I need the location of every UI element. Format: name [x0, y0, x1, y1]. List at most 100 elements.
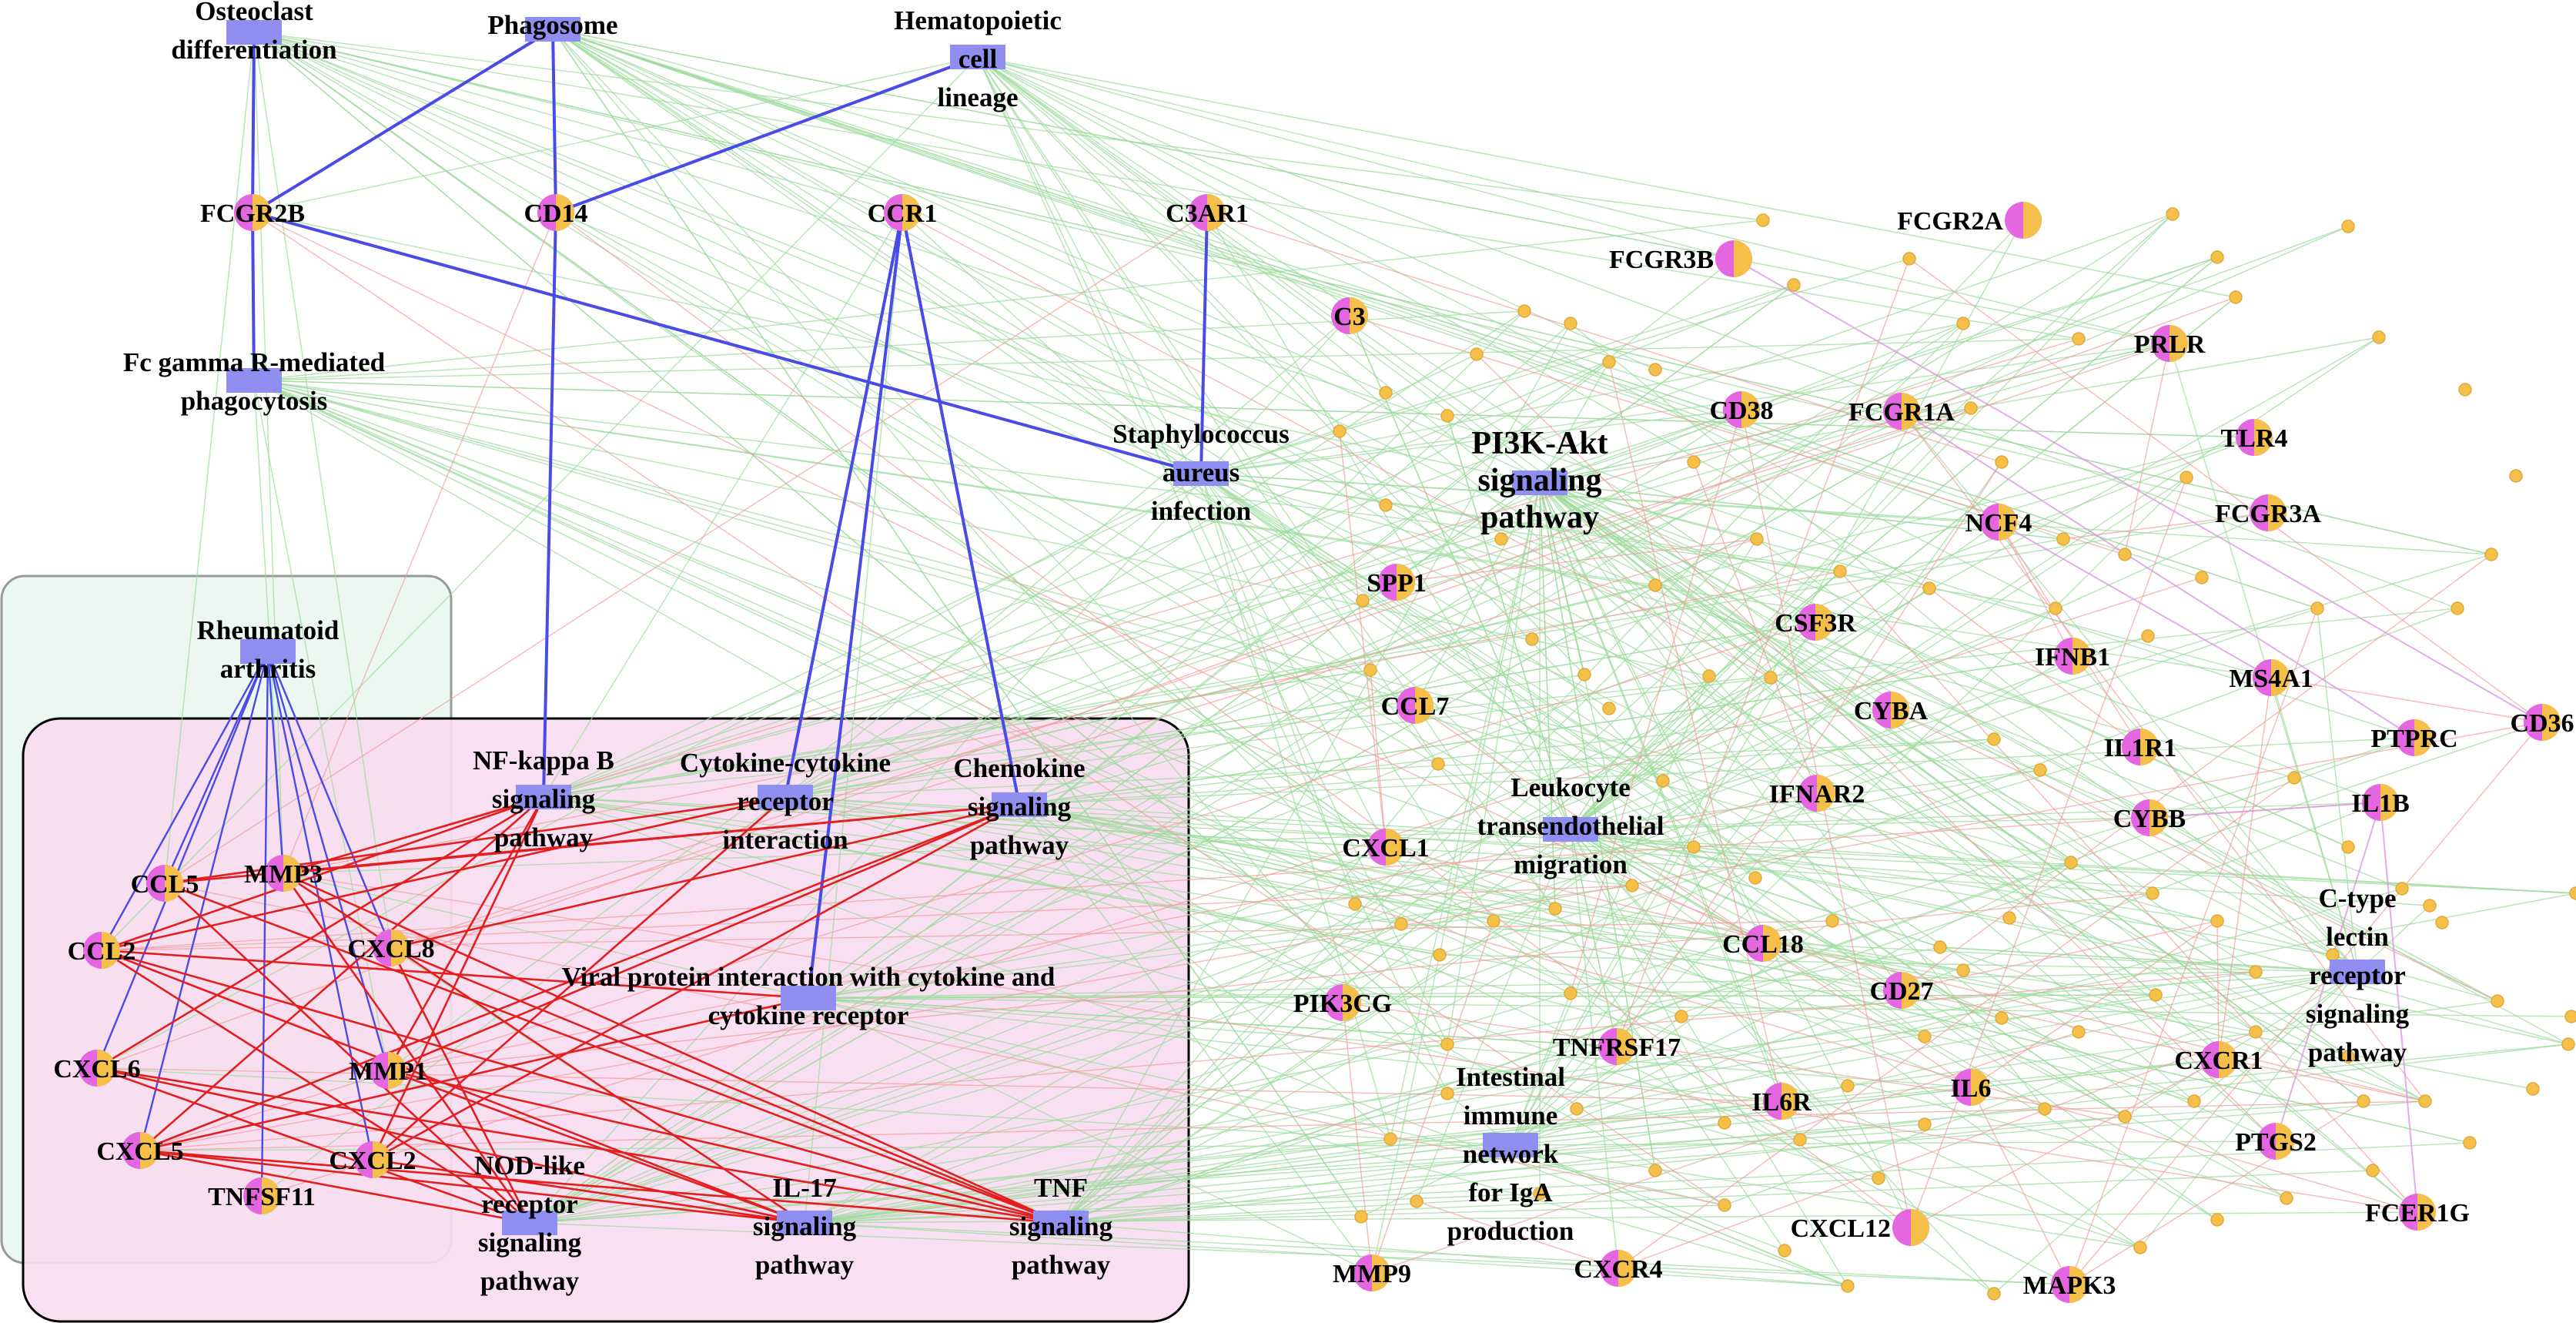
gene-node-cxcl8[interactable]: CXCL8: [347, 929, 435, 966]
gene-node-cxcr1[interactable]: CXCR1: [2174, 1041, 2263, 1078]
gene-node-cxcl2[interactable]: CXCL2: [329, 1141, 417, 1178]
pathway-box: [226, 20, 282, 45]
pathway-box: [1512, 471, 1567, 495]
pathway-node-phagosome[interactable]: Phagosome: [487, 10, 618, 42]
gene-node-slice: [1902, 393, 1920, 430]
gene-node-c3[interactable]: C3: [1331, 297, 1368, 334]
gene-node-ptprc[interactable]: PTPRC: [2370, 719, 2458, 756]
gene-node-ccl2[interactable]: CCL2: [68, 932, 136, 969]
gene-node-il6[interactable]: IL6: [1951, 1069, 1992, 1106]
gene-node-cd36[interactable]: CD36: [2510, 704, 2574, 741]
highlight-red-edge: [96, 1067, 805, 1224]
pathway-gene-edge: [253, 380, 389, 1071]
gene-node-fcer1g[interactable]: FCER1G: [2365, 1194, 2470, 1231]
pathway-gene-edge: [1060, 862, 2072, 1224]
gene-node-cxcl6[interactable]: CXCL6: [53, 1050, 141, 1087]
gene-node-tnfsf11[interactable]: TNFSF11: [208, 1177, 316, 1214]
gene-node-cyba[interactable]: CYBA: [1854, 692, 1929, 728]
gene-node-cd27[interactable]: CD27: [1869, 972, 1934, 1009]
gene-node-cd38[interactable]: CD38: [1709, 391, 1774, 428]
gene-label: PTGS2: [2235, 1128, 2317, 1157]
gene-node-cxcr4[interactable]: CXCR4: [1574, 1250, 1663, 1287]
pathway-label-line: Viral protein interaction with cytokine …: [562, 962, 1055, 992]
gene-node-ccl5[interactable]: CCL5: [131, 865, 199, 902]
gene-node-ifnb1[interactable]: IFNB1: [2035, 638, 2110, 675]
pathway-box: [516, 785, 571, 809]
gene-node-ccr1[interactable]: CCR1: [868, 194, 938, 231]
gene-node-cybb[interactable]: CYBB: [2113, 799, 2186, 836]
pathway-gene-edge: [543, 669, 1371, 798]
gene-node-ptgs2[interactable]: PTGS2: [2235, 1123, 2317, 1160]
pathway-gene-edge: [1570, 829, 2195, 1102]
pathway-gene-edge: [977, 56, 1387, 848]
pathway-label-line: Staphylococcus: [1112, 419, 1289, 449]
gene-node-ccl7[interactable]: CCL7: [1381, 687, 1450, 724]
gene-node-ncf4[interactable]: NCF4: [1965, 504, 2032, 541]
gene-node-il1r1[interactable]: IL1R1: [2104, 728, 2176, 765]
pathway-gene-edge: [543, 213, 2173, 798]
gene-node-mapk3[interactable]: MAPK3: [2023, 1266, 2116, 1303]
gene-node-fcgr2a[interactable]: FCGR2A: [1897, 202, 2042, 239]
gene-node-tnfrsf17[interactable]: TNFRSF17: [1553, 1028, 1681, 1065]
gene-node-cxcl5[interactable]: CXCL5: [96, 1132, 184, 1169]
gene-node-slice: [1999, 504, 2017, 541]
gene-dot: [2141, 629, 2155, 643]
gene-dot: [2435, 916, 2449, 929]
gene-gene-edge: [1998, 521, 2141, 748]
gene-node-slice: [2268, 494, 2287, 531]
pathway-gene-edge: [1539, 482, 2498, 1002]
gene-dot: [2118, 1110, 2132, 1124]
gene-node-pik3cg[interactable]: PIK3CG: [1293, 984, 1392, 1021]
gene-node-fcgr3b[interactable]: FCGR3B: [1609, 240, 1752, 277]
gene-node-fcgr1a[interactable]: FCGR1A: [1848, 393, 1955, 430]
gene-node-mmp3[interactable]: MMP3: [244, 855, 323, 892]
pathway-label-line: NF-kappa B: [473, 745, 614, 775]
gene-node-ccl18[interactable]: CCL18: [1722, 925, 1804, 962]
gene-node-mmp9[interactable]: MMP9: [1333, 1254, 1411, 1291]
gene-node-tlr4[interactable]: TLR4: [2221, 419, 2288, 456]
gene-label: C3AR1: [1166, 199, 1249, 228]
gene-node-il1b[interactable]: IL1B: [2351, 784, 2410, 821]
gene-node-mmp1[interactable]: MMP1: [349, 1052, 427, 1089]
gene-node-prlr[interactable]: PRLR: [2134, 325, 2206, 362]
gene-node-ifnar2[interactable]: IFNAR2: [1769, 775, 1865, 812]
gene-label: PRLR: [2134, 330, 2206, 359]
gene-node-cxcl12[interactable]: CXCL12: [1791, 1209, 1929, 1246]
gene-node-il6r[interactable]: IL6R: [1751, 1083, 1812, 1120]
gene-node-fcgr3a[interactable]: FCGR3A: [2215, 494, 2321, 531]
gene-node-cxcl1[interactable]: CXCL1: [1342, 829, 1430, 866]
pathway-gene-edge: [552, 28, 1208, 213]
gene-node-ms4a1[interactable]: MS4A1: [2229, 659, 2313, 696]
gene-gene-edge: [2069, 1100, 2364, 1285]
gene-node-spp1[interactable]: SPP1: [1367, 564, 1427, 601]
pathway-gene-edge: [1200, 323, 1964, 474]
pathway-label-line: Osteoclast: [195, 0, 313, 26]
gene-node-csf3r[interactable]: CSF3R: [1775, 604, 1856, 641]
pathway-gene-edge: [253, 380, 2070, 1285]
gene-gene-edge: [252, 212, 1725, 1206]
pathway-gene-edge: [1060, 1177, 1879, 1224]
pathway-gene-edge: [253, 32, 903, 213]
gene-node-c3ar1[interactable]: C3AR1: [1166, 194, 1249, 231]
gene-node-fcgr2b[interactable]: FCGR2B: [200, 194, 305, 231]
gene-node-cd14[interactable]: CD14: [524, 194, 588, 231]
pathway-node-viral[interactable]: Viral protein interaction with cytokine …: [562, 962, 1055, 1030]
pathway-gene-edge: [253, 32, 2492, 555]
pathway-gene-edge: [253, 32, 2426, 1102]
pathway-gene-edge: [253, 32, 1387, 848]
